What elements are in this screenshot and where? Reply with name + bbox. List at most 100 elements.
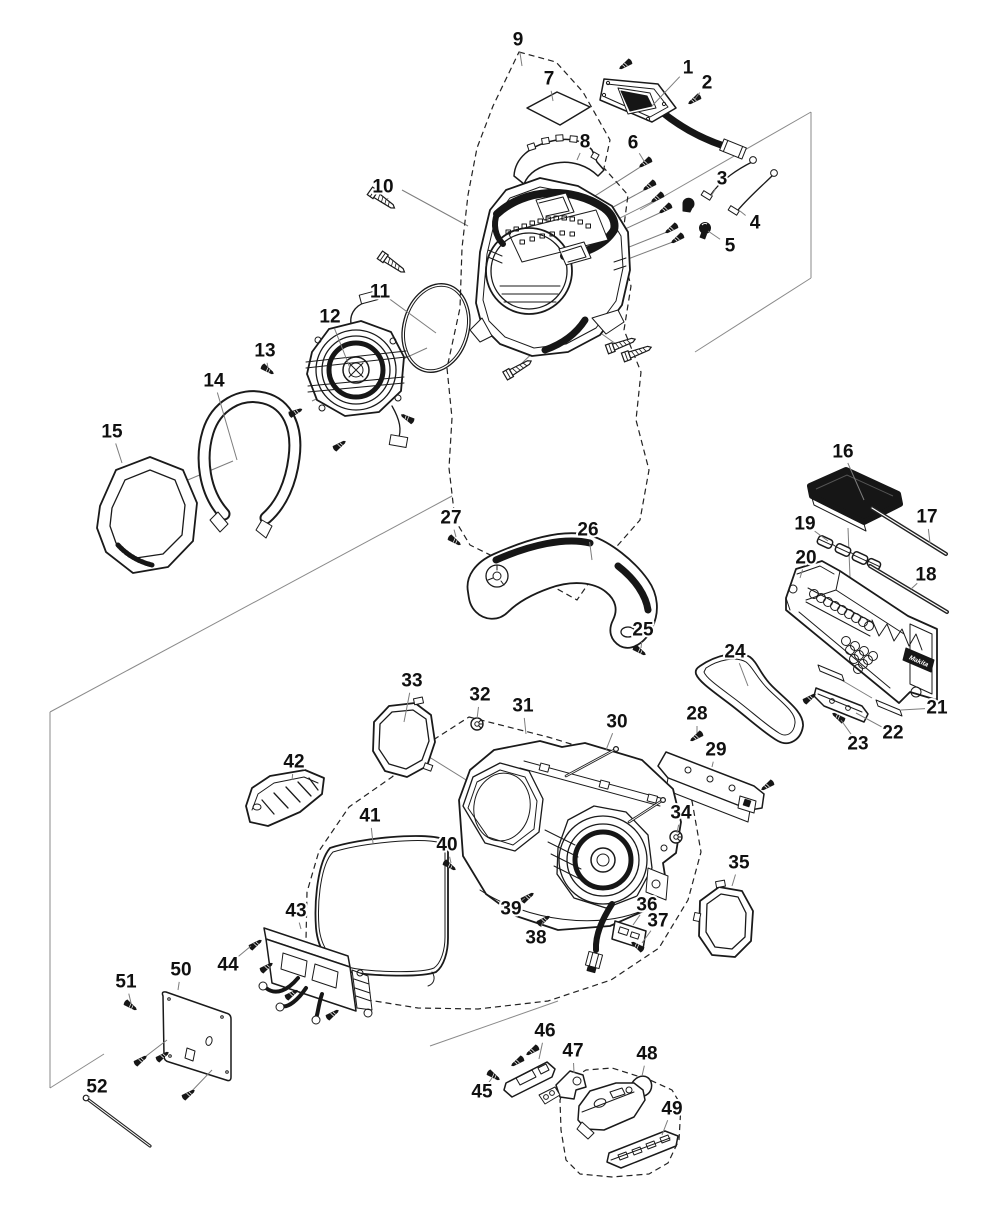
part-label-43: 43: [285, 901, 306, 922]
part-19-hinge-clips: [816, 534, 882, 571]
part-label-3: 3: [717, 169, 728, 190]
rod-0-highlight: [871, 507, 947, 555]
screw-icon: [686, 92, 703, 107]
leader-line-14: [216, 392, 238, 461]
part-label-6: 6: [628, 133, 639, 154]
rod-3-cap: [659, 796, 666, 803]
leader-line-31: [523, 717, 527, 735]
screw-icon: [669, 231, 686, 246]
leader-line-7: [550, 90, 554, 102]
part-label-41: 41: [359, 806, 381, 827]
leader-line-17: [927, 528, 931, 544]
part-label-48: 48: [636, 1044, 657, 1065]
leader-line-9: [519, 51, 523, 67]
rods-layer: [82, 506, 949, 1148]
part-7-label-sheet: [526, 91, 591, 126]
leader-line-24: [738, 663, 749, 687]
part-label-30: 30: [606, 712, 627, 733]
part-label-16: 16: [832, 442, 853, 463]
front-housing: [469, 177, 631, 357]
part-35-gasket-ring: [692, 879, 754, 958]
leader-line-1: [651, 76, 681, 107]
rod-3-highlight: [628, 799, 664, 823]
screw-icon: [524, 1043, 541, 1058]
part-label-14: 14: [203, 371, 225, 392]
part-label-35: 35: [728, 853, 750, 874]
leader-line-50: [177, 981, 180, 991]
part-label-50: 50: [170, 960, 191, 981]
part-label-15: 15: [101, 422, 123, 443]
leader-line-12: [333, 327, 351, 369]
part-label-4: 4: [750, 213, 761, 234]
screw-icon: [247, 937, 264, 952]
frame-lines: [49, 111, 812, 1089]
screw-icon: [331, 438, 348, 453]
part-label-18: 18: [915, 565, 936, 586]
rod-4-cap: [82, 1094, 90, 1102]
leader-line-30: [605, 732, 614, 751]
leader-line-3: [710, 188, 716, 197]
part-16-cover-pad: [807, 467, 903, 532]
leader-line-5: [707, 230, 721, 240]
bolt-icon: [502, 356, 535, 381]
part-31-rear-housing: [458, 740, 682, 931]
screw-icon: [180, 1087, 197, 1102]
screw-icon: [441, 858, 458, 873]
part-label-39: 39: [500, 899, 521, 920]
part-label-34: 34: [670, 803, 692, 824]
part-label-12: 12: [319, 307, 340, 328]
part-label-37: 37: [647, 911, 668, 932]
leader-line-33: [403, 692, 411, 723]
leader-line-40: [449, 856, 452, 864]
part-label-20: 20: [795, 548, 816, 569]
rod-1-highlight: [869, 565, 948, 613]
part-1-control-panel: [599, 78, 747, 160]
part-label-25: 25: [632, 620, 654, 641]
screw-icon: [631, 643, 648, 658]
leader-line-26: [589, 541, 593, 561]
labels-layer: 1234567891011121314151617181920212223242…: [84, 28, 950, 1136]
frame-bottom-axis: [429, 1000, 559, 1047]
part-label-45: 45: [471, 1082, 493, 1103]
leader-line-35: [731, 874, 736, 887]
part-11-sealing-ring: [401, 283, 471, 373]
part-41-seal-cord: [314, 835, 449, 987]
leader-line-44: [236, 945, 252, 958]
boundary-terminal-group: [559, 1067, 682, 1178]
part-label-13: 13: [254, 341, 275, 362]
screw-icon: [759, 778, 776, 793]
part-label-49: 49: [661, 1099, 682, 1120]
leader-line-15: [115, 443, 123, 464]
leader-line-27: [453, 529, 457, 538]
part-label-17: 17: [916, 507, 937, 528]
part-4-lead-wire: [727, 169, 778, 216]
part-5-caps: [682, 197, 711, 240]
part-33-gasket-panel: [372, 696, 436, 778]
part-label-31: 31: [512, 696, 534, 717]
leader-line-39: [520, 897, 526, 902]
frame-top-right-upper: [639, 111, 812, 211]
part-label-10: 10: [372, 177, 393, 198]
part-label-52: 52: [86, 1077, 107, 1098]
part-label-42: 42: [283, 752, 304, 773]
leader-line-29: [711, 761, 714, 768]
part-label-33: 33: [401, 671, 422, 692]
part-3-lead-wire: [700, 156, 757, 201]
rod-2-highlight: [565, 748, 617, 777]
leader-line-18: [909, 582, 918, 591]
boundary-front-housing-group: [446, 51, 650, 601]
part-20-battery-compartment: Makita: [785, 560, 938, 704]
part-label-44: 44: [217, 955, 239, 976]
leader-line-6: [638, 152, 645, 162]
part-36-jack-board: [584, 901, 647, 974]
part-label-47: 47: [562, 1041, 583, 1062]
leader-line-51: [128, 993, 132, 1004]
part-14-retainer: [197, 390, 302, 539]
part-label-27: 27: [440, 508, 461, 529]
part-48-connector-unit: [576, 1075, 653, 1140]
part-label-46: 46: [534, 1021, 555, 1042]
screw-icon: [446, 533, 463, 548]
part-label-28: 28: [686, 704, 707, 725]
part-label-29: 29: [705, 740, 726, 761]
